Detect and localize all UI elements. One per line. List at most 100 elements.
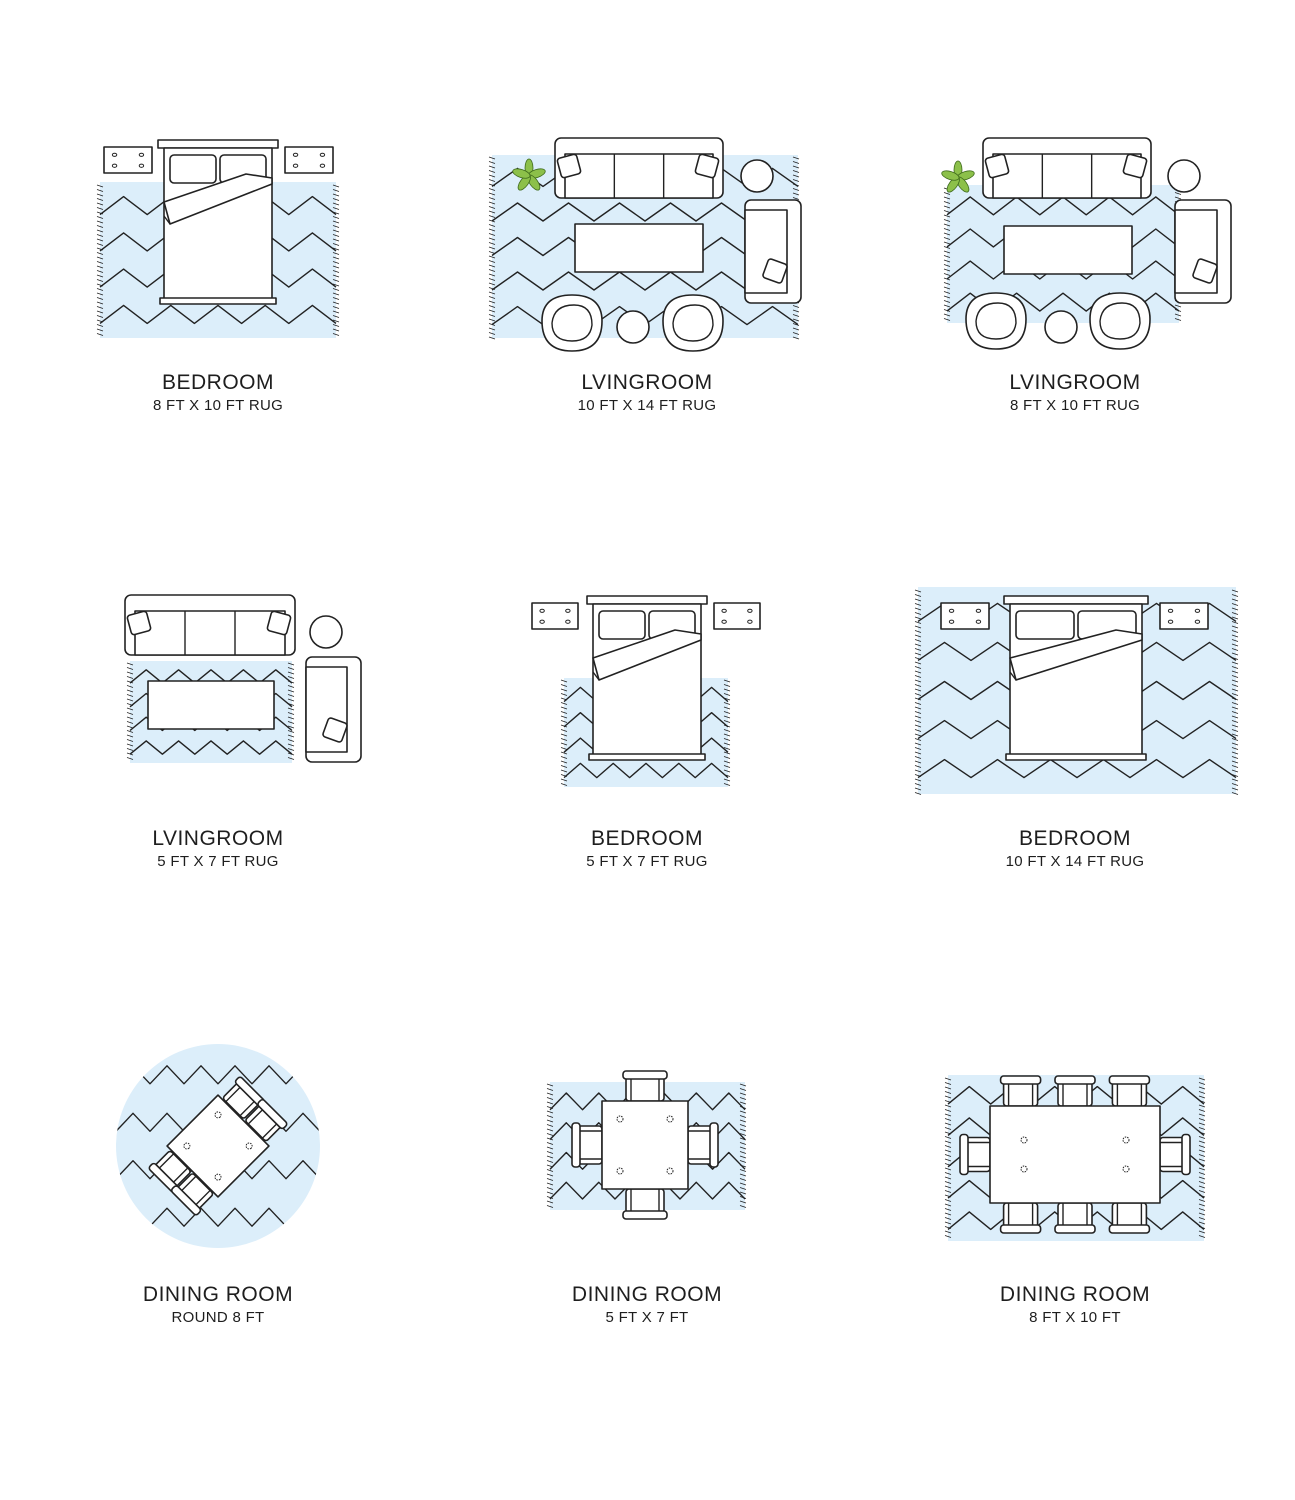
caption-title: DINING ROOM bbox=[487, 1283, 807, 1307]
caption-bedroom-5x7: BEDROOM 5 FT X 7 FT RUG bbox=[487, 827, 807, 873]
throw-pillow bbox=[557, 154, 581, 178]
caption-title: LVINGROOM bbox=[58, 827, 378, 851]
panel-living-8x10 bbox=[941, 138, 1231, 349]
nightstand-left bbox=[104, 147, 152, 173]
nightstand-top bbox=[941, 603, 989, 629]
lounge-chair bbox=[966, 293, 1026, 349]
throw-pillow bbox=[985, 154, 1009, 178]
caption-title: LVINGROOM bbox=[487, 371, 807, 395]
nightstand-right bbox=[714, 603, 760, 629]
panel-dining-5x7 bbox=[547, 1071, 746, 1219]
pillow bbox=[599, 611, 645, 639]
dining-chair bbox=[623, 1071, 667, 1101]
headboard bbox=[158, 140, 278, 148]
caption-bedroom-8x10: BEDROOM 8 FT X 10 FT RUG bbox=[58, 371, 378, 417]
caption-title: LVINGROOM bbox=[915, 371, 1235, 395]
side-table bbox=[310, 616, 342, 648]
chair-back bbox=[623, 1071, 667, 1079]
caption-size: 5 FT X 7 FT bbox=[487, 1307, 807, 1329]
lounge-chair bbox=[542, 295, 602, 351]
headboard bbox=[1004, 596, 1148, 604]
caption-title: DINING ROOM bbox=[915, 1283, 1235, 1307]
nightstand-right bbox=[1160, 603, 1208, 629]
armchair-side bbox=[1175, 200, 1231, 303]
chair-body bbox=[1090, 293, 1150, 349]
caption-bedroom-10x14: BEDROOM 10 FT X 14 FT RUG bbox=[915, 827, 1235, 873]
sofa bbox=[125, 595, 295, 655]
caption-size: 5 FT X 7 FT RUG bbox=[58, 851, 378, 873]
chair-back bbox=[572, 1123, 580, 1167]
panel-bedroom-5x7 bbox=[532, 596, 760, 787]
caption-title: BEDROOM bbox=[487, 827, 807, 851]
dining-chair bbox=[1055, 1076, 1095, 1106]
caption-title: BEDROOM bbox=[915, 827, 1235, 851]
panel-dining-8x10 bbox=[945, 1075, 1205, 1241]
dining-chair bbox=[1109, 1203, 1149, 1233]
dining-chair bbox=[688, 1123, 718, 1167]
dining-chair bbox=[623, 1189, 667, 1219]
bed bbox=[1004, 596, 1148, 760]
table-top bbox=[602, 1101, 688, 1189]
side-table bbox=[1168, 160, 1200, 192]
caption-living-10x14: LVINGROOM 10 FT X 14 FT RUG bbox=[487, 371, 807, 417]
nightstand-right bbox=[285, 147, 333, 173]
chair-back bbox=[623, 1211, 667, 1219]
footboard bbox=[589, 754, 705, 760]
dining-chair bbox=[1001, 1203, 1041, 1233]
caption-dining-5x7: DINING ROOM 5 FT X 7 FT bbox=[487, 1283, 807, 1329]
coffee-table bbox=[1004, 226, 1132, 274]
caption-size: 5 FT X 7 FT RUG bbox=[487, 851, 807, 873]
panel-living-10x14 bbox=[489, 138, 801, 351]
caption-living-5x7: LVINGROOM 5 FT X 7 FT RUG bbox=[58, 827, 378, 873]
armchair-side bbox=[745, 200, 801, 303]
chair-back bbox=[960, 1135, 968, 1175]
chair-body bbox=[663, 295, 723, 351]
panel-living-5x7 bbox=[125, 595, 361, 763]
footboard bbox=[160, 298, 276, 304]
caption-title: DINING ROOM bbox=[58, 1283, 378, 1307]
bed bbox=[587, 596, 707, 760]
headboard bbox=[587, 596, 707, 604]
pillow bbox=[170, 155, 216, 183]
caption-size: ROUND 8 FT bbox=[58, 1307, 378, 1329]
panel-bedroom-10x14 bbox=[915, 587, 1238, 795]
throw-pillow bbox=[127, 611, 151, 635]
throw-pillow bbox=[695, 154, 719, 178]
chair-body bbox=[966, 293, 1026, 349]
coffee-table bbox=[575, 224, 703, 272]
nightstand-left bbox=[532, 603, 578, 629]
caption-size: 8 FT X 10 FT RUG bbox=[915, 395, 1235, 417]
chair-back bbox=[1182, 1135, 1190, 1175]
armchair-side bbox=[306, 657, 361, 762]
lounge-chair bbox=[663, 295, 723, 351]
side-table bbox=[741, 160, 773, 192]
sofa-seat bbox=[135, 611, 285, 655]
caption-size: 8 FT X 10 FT bbox=[915, 1307, 1235, 1329]
nightstand-top bbox=[285, 147, 333, 173]
chair-back bbox=[710, 1123, 718, 1167]
throw-pillow bbox=[267, 611, 291, 635]
footboard bbox=[1006, 754, 1146, 760]
chair-back bbox=[1109, 1225, 1149, 1233]
side-table bbox=[617, 311, 649, 343]
nightstand-top bbox=[714, 603, 760, 629]
dining-chair bbox=[1055, 1203, 1095, 1233]
sofa-seat bbox=[993, 154, 1141, 198]
dining-chair bbox=[1109, 1076, 1149, 1106]
chair-back bbox=[1055, 1076, 1095, 1084]
dining-chair bbox=[960, 1135, 990, 1175]
sofa-seat bbox=[565, 154, 713, 198]
panel-dining-round-8 bbox=[116, 1044, 320, 1248]
chair-back bbox=[1109, 1076, 1149, 1084]
chair-back bbox=[1055, 1225, 1095, 1233]
bed bbox=[158, 140, 278, 304]
chair-back bbox=[1001, 1076, 1041, 1084]
table-top bbox=[990, 1106, 1160, 1203]
sofa bbox=[983, 138, 1151, 198]
chair-back bbox=[1001, 1225, 1041, 1233]
caption-living-8x10: LVINGROOM 8 FT X 10 FT RUG bbox=[915, 371, 1235, 417]
caption-dining-round-8: DINING ROOM ROUND 8 FT bbox=[58, 1283, 378, 1329]
dining-chair bbox=[572, 1123, 602, 1167]
throw-pillow bbox=[1123, 154, 1147, 178]
